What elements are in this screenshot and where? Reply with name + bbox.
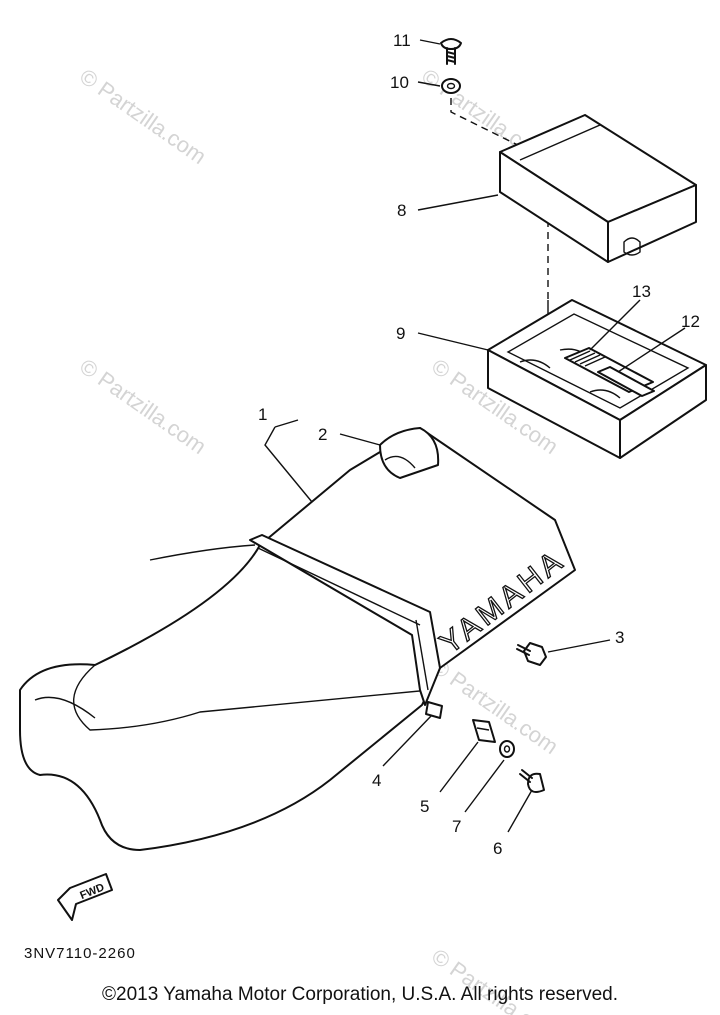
watermark-5: © Partzilla.com	[427, 654, 563, 760]
callout-8: 8	[397, 201, 406, 220]
callout-13: 13	[632, 282, 651, 301]
callout-6: 6	[493, 839, 502, 858]
callout-11: 11	[393, 31, 411, 50]
part-7-washer	[499, 740, 515, 758]
leader-lines	[264, 39, 686, 833]
callout-2: 2	[318, 425, 327, 444]
part-code: 3NV7110-2260	[24, 945, 136, 962]
callouts: 11 10 8 9 13 12 1 2 3 4 5 7 6	[258, 31, 700, 858]
callout-5: 5	[420, 797, 429, 816]
callout-7: 7	[452, 817, 461, 836]
part-1-seat: YAMAHA	[19, 427, 576, 851]
callout-1: 1	[258, 405, 267, 424]
copyright-notice: ©2013 Yamaha Motor Corporation, U.S.A. A…	[102, 984, 618, 1005]
forward-arrow: FWD	[57, 873, 113, 921]
assembly-line-10-to-8	[450, 98, 549, 161]
part-8-box-lid	[499, 114, 697, 263]
part-10-washer	[441, 78, 461, 94]
part-2-collar	[379, 427, 440, 479]
part-6-bolt	[519, 769, 545, 793]
watermark-1: © Partzilla.com	[75, 64, 211, 170]
watermark-3: © Partzilla.com	[75, 354, 211, 460]
part-4-clip	[425, 701, 443, 719]
callout-4: 4	[372, 771, 381, 790]
part-5-nut-plate	[472, 719, 496, 743]
callout-12: 12	[681, 312, 700, 331]
callout-3: 3	[615, 628, 624, 647]
part-12-13-strips	[564, 347, 655, 397]
part-11-screw	[440, 38, 462, 65]
callout-9: 9	[396, 324, 405, 343]
part-3-bolt	[516, 642, 547, 666]
callout-10: 10	[390, 73, 409, 92]
